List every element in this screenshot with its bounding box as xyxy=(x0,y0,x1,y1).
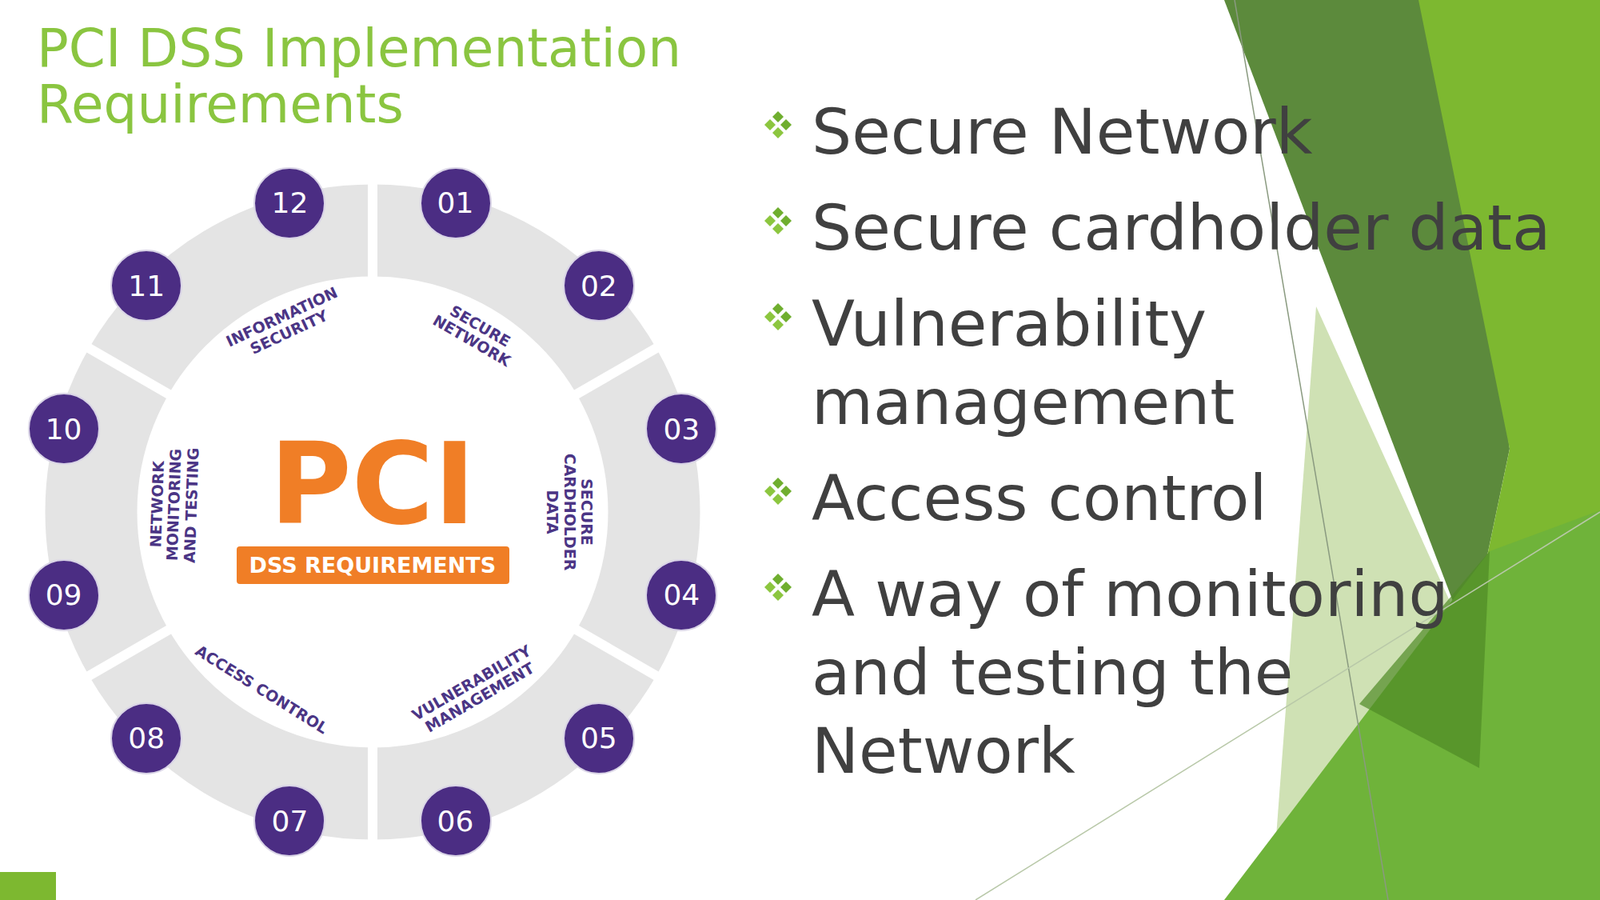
bullet-text: Vulnerability management xyxy=(811,284,1564,442)
category-label: NETWORK MONITORING AND TESTING xyxy=(146,431,203,578)
category-label: SECURE CARDHOLDER DATA xyxy=(543,438,595,587)
callout-number: 06 xyxy=(419,784,492,857)
callout-number: 07 xyxy=(253,784,326,857)
center-logo-text: PCI xyxy=(269,428,475,541)
ring-gap xyxy=(367,742,378,846)
corner-square xyxy=(0,871,56,900)
ring-gap xyxy=(571,626,663,679)
bullet-text: Secure cardholder data xyxy=(811,188,1564,268)
pci-wheel: 01 0203 0405 06 07 0809 1011 12DSS REQUIREMENTS… xyxy=(12,151,733,872)
number-circle: 04 xyxy=(645,558,718,631)
callout-number: 05 xyxy=(562,702,635,775)
bullet-item: Vulnerability management xyxy=(811,284,1564,442)
bullet-text: Secure Network xyxy=(811,92,1564,172)
number-circle: 10 xyxy=(27,392,100,465)
ring-gap xyxy=(571,344,663,397)
callout-number: 12 xyxy=(253,167,326,240)
number-circle: 02 xyxy=(562,249,635,322)
number-circle: 12 xyxy=(253,167,326,240)
number-circle: 03 xyxy=(645,392,718,465)
bullet-symbol xyxy=(763,572,793,602)
number-circle: 05 xyxy=(562,702,635,775)
bullet-text: A way of monitoring and testing the Netw… xyxy=(811,554,1564,791)
callout-number: 09 xyxy=(27,558,100,631)
ring-gap xyxy=(83,344,174,397)
band-label: DSS REQUIREMENTS xyxy=(236,546,510,584)
bullet-symbol xyxy=(763,302,793,332)
callout-number: 01 xyxy=(419,167,492,240)
callout-number: 02 xyxy=(562,249,635,322)
callout-number: 08 xyxy=(110,702,183,775)
number-circle: 08 xyxy=(110,702,183,775)
number-circle: 07 xyxy=(253,784,326,857)
callout-number: 03 xyxy=(645,392,718,465)
bullet-item: Access control xyxy=(811,458,1564,538)
bullet-item: A way of monitoring and testing the Netw… xyxy=(811,554,1564,791)
bullet-item: Secure Network xyxy=(811,92,1564,172)
number-circle: 06 xyxy=(419,784,492,857)
ring-gap xyxy=(83,626,174,679)
callout-number: 04 xyxy=(645,558,718,631)
number-circle: 09 xyxy=(27,558,100,631)
bullet-text: Access control xyxy=(811,458,1564,538)
ring-gap xyxy=(367,177,378,282)
bullet-item: Secure cardholder data xyxy=(811,188,1564,268)
ring-gaps xyxy=(83,177,663,846)
callout-number: 10 xyxy=(27,392,100,465)
number-circle: 01 xyxy=(419,167,492,240)
bullet-symbol xyxy=(763,110,793,140)
slide-title: PCI DSS Implementation Requirements xyxy=(36,20,821,133)
bullet-list: Secure NetworkSecure cardholder dataVuln… xyxy=(811,92,1564,808)
callout-number: 11 xyxy=(110,249,183,322)
bullet-symbol xyxy=(763,476,793,506)
number-circle: 11 xyxy=(110,249,183,322)
grey-ring xyxy=(91,230,655,794)
bullet-symbol xyxy=(763,206,793,236)
requirements-band: DSS REQUIREMENTS xyxy=(236,546,510,584)
